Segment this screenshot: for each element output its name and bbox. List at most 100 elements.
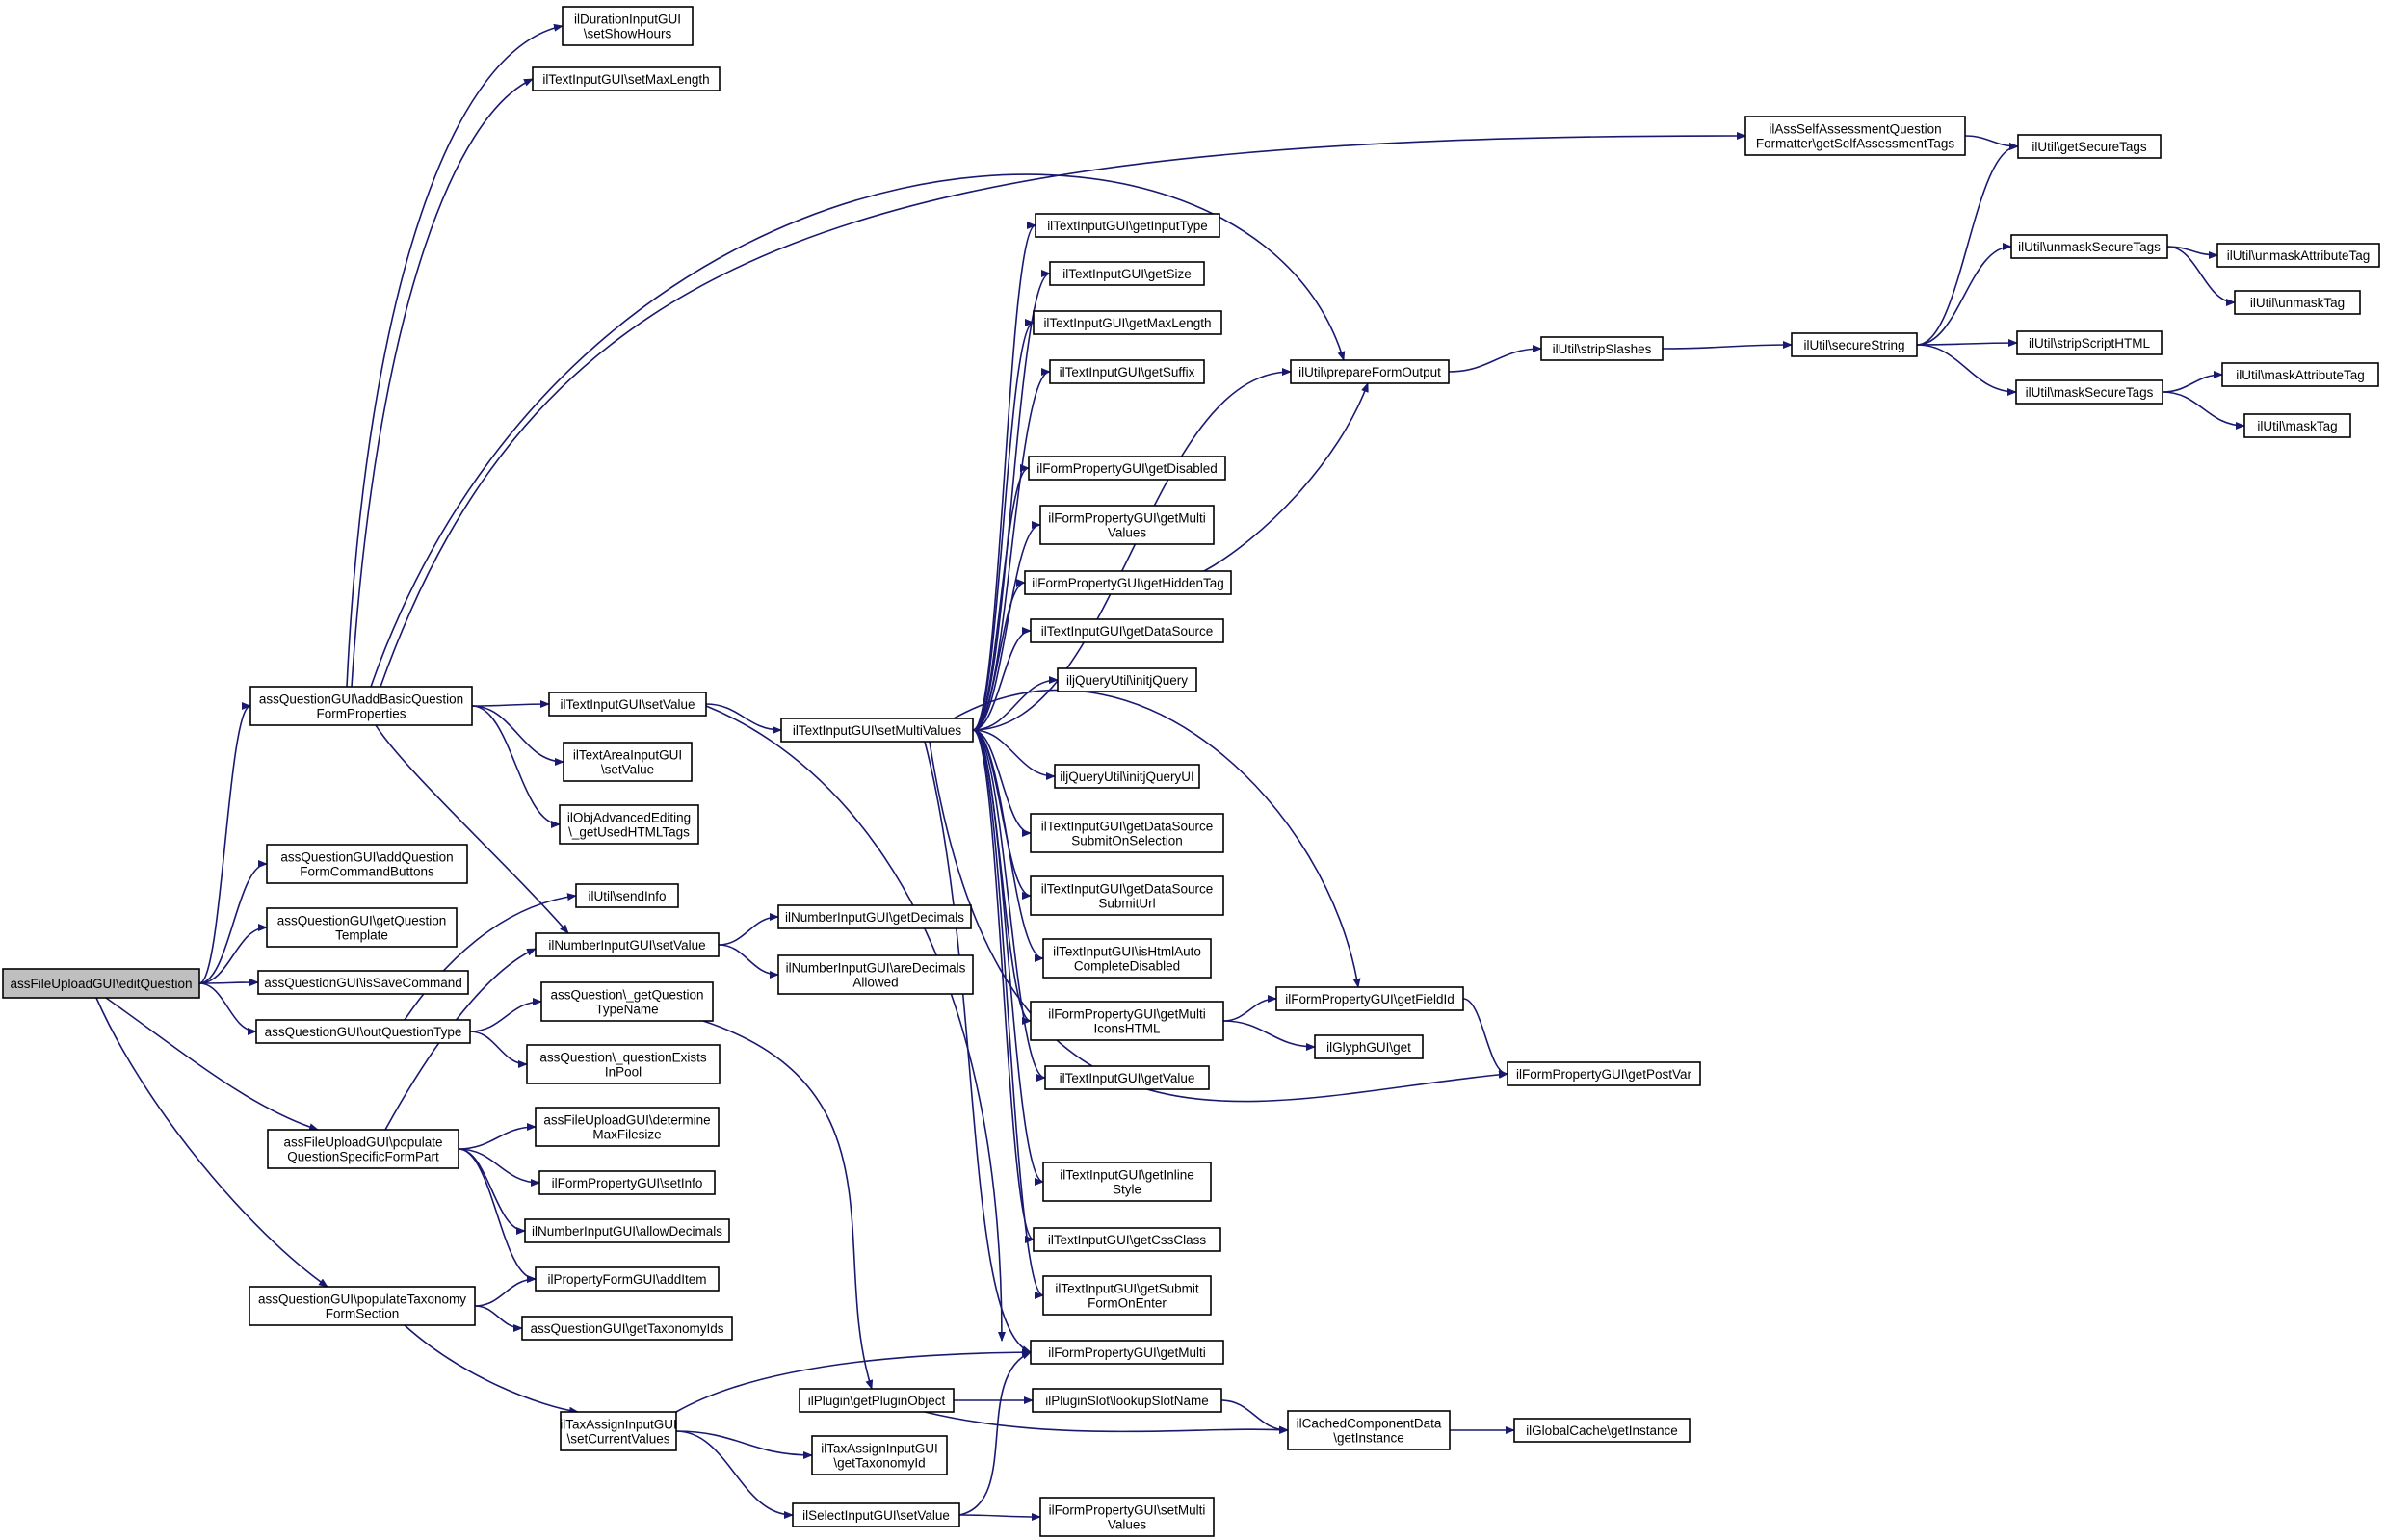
call-edge xyxy=(972,729,1056,780)
graph-node[interactable]: ilFormPropertyGUI\setInfo xyxy=(538,1170,716,1195)
graph-node[interactable]: ilTextInputGUI\setMultiValues xyxy=(780,718,974,743)
node-box xyxy=(777,954,974,995)
graph-node[interactable]: ilUtil\stripSlashes xyxy=(1540,336,1664,361)
graph-node[interactable]: assFileUploadGUI\populateQuestionSpecifi… xyxy=(267,1129,459,1169)
call-edge xyxy=(474,1275,537,1307)
graph-node[interactable]: ilGlobalCache\getInstance xyxy=(1513,1418,1691,1443)
graph-node[interactable]: assQuestionGUI\isSaveCommand xyxy=(257,970,469,995)
graph-node[interactable]: ilCachedComponentData\getInstance xyxy=(1287,1410,1451,1450)
node-box xyxy=(780,718,974,743)
graph-node[interactable]: ilTextInputGUI\getInputType xyxy=(1035,213,1220,238)
graph-node[interactable]: ilTaxAssignInputGUI\getTaxonomyId xyxy=(811,1435,948,1475)
node-label: ilTaxAssignInputGUI xyxy=(821,1442,938,1456)
node-label: assQuestionGUI\outQuestionType xyxy=(265,1025,462,1039)
graph-node[interactable]: iljQueryUtil\initjQuery xyxy=(1057,667,1197,692)
graph-node[interactable]: ilUtil\getSecureTags xyxy=(2017,134,2162,159)
call-edge xyxy=(972,579,1026,731)
graph-node[interactable]: ilTextInputGUI\getSize xyxy=(1049,261,1205,286)
node-box xyxy=(532,66,721,91)
graph-node[interactable]: ilTextInputGUI\getDataSourceSubmitOnSele… xyxy=(1030,813,1224,853)
call-edge xyxy=(370,173,1346,688)
node-label: ilTextInputGUI\getMaxLength xyxy=(1043,316,1211,330)
node-label: FormSection xyxy=(326,1307,400,1321)
graph-node[interactable]: ilNumberInputGUI\allowDecimals xyxy=(524,1218,730,1243)
graph-node[interactable]: ilPluginSlot\lookupSlotName xyxy=(1032,1388,1222,1413)
graph-node[interactable]: ilTextInputGUI\getValue xyxy=(1044,1065,1210,1090)
graph-node[interactable]: ilUtil\maskAttributeTag xyxy=(2221,362,2379,387)
graph-node[interactable]: ilUtil\unmaskAttributeTag xyxy=(2216,243,2380,268)
graph-node[interactable]: ilFormPropertyGUI\getMulti xyxy=(1030,1340,1224,1365)
node-box xyxy=(255,1019,471,1044)
graph-node[interactable]: ilFormPropertyGUI\setMultiValues xyxy=(1039,1497,1215,1537)
graph-node[interactable]: assQuestionGUI\getTaxonomyIds xyxy=(521,1316,733,1341)
call-edge xyxy=(1222,1020,1316,1051)
graph-node[interactable]: ilFormPropertyGUI\getPostVar xyxy=(1507,1061,1701,1086)
graph-node[interactable]: assQuestionGUI\addQuestionFormCommandBut… xyxy=(266,844,468,884)
node-label: ilTextInputGUI\getDataSource xyxy=(1041,820,1214,834)
graph-node[interactable]: ilTextInputGUI\isHtmlAutoCompleteDisable… xyxy=(1042,938,1212,979)
graph-node[interactable]: ilTextInputGUI\setValue xyxy=(548,692,707,717)
graph-node[interactable]: assQuestionGUI\addBasicQuestionFormPrope… xyxy=(249,686,473,726)
node-box xyxy=(2016,330,2163,355)
node-label: FormCommandButtons xyxy=(300,865,434,879)
graph-node[interactable]: ilObjAdvancedEditing\_getUsedHTMLTags xyxy=(559,804,699,845)
node-label: ilTextInputGUI\getCssClass xyxy=(1048,1233,1207,1247)
graph-node[interactable]: assQuestionGUI\outQuestionType xyxy=(255,1019,471,1044)
node-box xyxy=(1033,1227,1221,1252)
graph-node[interactable]: ilPlugin\getPluginObject xyxy=(799,1388,955,1413)
graph-node[interactable]: ilUtil\maskTag xyxy=(2243,413,2351,438)
graph-node[interactable]: ilTextInputGUI\setMaxLength xyxy=(532,66,721,91)
node-box xyxy=(249,1286,476,1326)
node-label: \getInstance xyxy=(1333,1431,1404,1446)
graph-node[interactable]: ilTextInputGUI\getSuffix xyxy=(1049,359,1205,384)
node-box xyxy=(540,981,714,1022)
graph-node[interactable]: assFileUploadGUI\editQuestion xyxy=(2,968,200,999)
graph-node[interactable]: ilTextInputGUI\getDataSource xyxy=(1030,618,1224,643)
call-edge xyxy=(705,703,782,734)
graph-node[interactable]: ilUtil\prepareFormOutput xyxy=(1290,359,1450,384)
graph-node[interactable]: ilTextAreaInputGUI\setValue xyxy=(563,742,693,782)
graph-node[interactable]: ilGlyphGUI\get xyxy=(1314,1034,1424,1059)
graph-node[interactable]: iljQueryUtil\initjQueryUI xyxy=(1054,764,1200,789)
graph-node[interactable]: ilUtil\maskSecureTags xyxy=(2015,379,2163,405)
call-edge xyxy=(972,729,1044,1186)
graph-node[interactable]: ilNumberInputGUI\getDecimals xyxy=(777,904,972,929)
node-label: ilFormPropertyGUI\getMulti xyxy=(1048,511,1206,526)
graph-node[interactable]: ilUtil\stripScriptHTML xyxy=(2016,330,2163,355)
graph-node[interactable]: assQuestionGUI\populateTaxonomyFormSecti… xyxy=(249,1286,476,1326)
graph-node[interactable]: ilUtil\sendInfo xyxy=(575,883,679,908)
node-box xyxy=(1057,667,1197,692)
graph-node[interactable]: ilUtil\unmaskSecureTags xyxy=(2010,234,2168,259)
graph-node[interactable]: ilSelectInputGUI\setValue xyxy=(792,1502,960,1527)
node-label: ilUtil\sendInfo xyxy=(588,889,666,903)
graph-node[interactable]: ilUtil\unmaskTag xyxy=(2234,290,2361,315)
graph-node[interactable]: ilFormPropertyGUI\getFieldId xyxy=(1275,986,1464,1011)
graph-node[interactable]: ilNumberInputGUI\setValue xyxy=(535,932,720,957)
call-edge xyxy=(924,1411,1289,1434)
graph-node[interactable]: ilTextInputGUI\getMaxLength xyxy=(1033,310,1222,335)
call-edge xyxy=(346,23,564,688)
node-box xyxy=(1049,261,1205,286)
node-label: Values xyxy=(1108,526,1147,540)
graph-node[interactable]: ilFormPropertyGUI\getDisabled xyxy=(1028,456,1226,481)
graph-node[interactable]: ilDurationInputGUI\setShowHours xyxy=(562,6,694,46)
graph-node[interactable]: ilAssSelfAssessmentQuestionFormatter\get… xyxy=(1744,116,1966,156)
node-label: CompleteDisabled xyxy=(1074,959,1180,974)
graph-node[interactable]: ilUtil\secureString xyxy=(1791,332,1918,357)
graph-node[interactable]: ilFormPropertyGUI\getHiddenTag xyxy=(1024,570,1232,595)
node-box xyxy=(266,907,458,948)
graph-node[interactable]: ilTaxAssignInputGUI\setCurrentValues xyxy=(560,1411,677,1451)
graph-node[interactable]: ilPropertyFormGUI\addItem xyxy=(535,1266,720,1292)
graph-node[interactable]: ilTextInputGUI\getCssClass xyxy=(1033,1227,1221,1252)
node-box xyxy=(1030,875,1224,916)
